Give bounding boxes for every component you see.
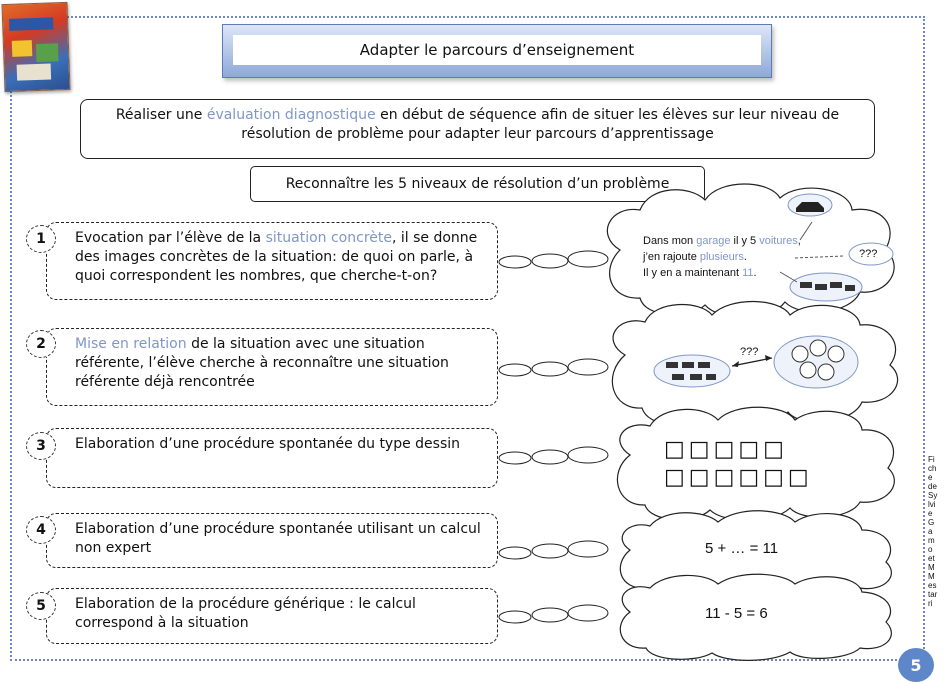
- cloud-5-formula: 11 - 5 = 6: [705, 605, 768, 622]
- cloud-1-story: Dans mon garage il y 5 voitures, j’en ra…: [643, 233, 843, 281]
- level-4-number: 4: [26, 516, 56, 544]
- level-1-text-end: , il se donne des images concrètes de la…: [75, 230, 478, 284]
- level-1-box: Evocation par l’élève de la situation co…: [46, 222, 498, 300]
- intro-highlight: évaluation diagnostique: [206, 107, 376, 123]
- cloud-1-line1-e: ,: [797, 235, 801, 247]
- cloud-1-line3-c: .: [753, 267, 757, 279]
- level-2-text-end: de la situation avec une situation référ…: [75, 336, 449, 390]
- cloud-3-drawing: □□□□□ □□□□□□: [664, 436, 813, 492]
- cloud-1-voitures: voitures: [759, 235, 798, 247]
- recognize-levels-box: Reconnaître les 5 niveaux de résolution …: [250, 166, 705, 202]
- cloud-3-squares-row-1: □□□□□: [664, 437, 788, 462]
- level-3-box: Elaboration d’une procédure spontanée du…: [46, 428, 498, 488]
- cloud-1-line2-a: j’en rajoute: [643, 251, 700, 263]
- level-5-number: 5: [26, 592, 56, 620]
- cloud-1-eleven: 11: [742, 267, 754, 279]
- cloud-5: [619, 573, 892, 661]
- level-1-highlight: situation concrète: [265, 230, 392, 246]
- cloud-1-line2-c: .: [743, 251, 747, 263]
- level-2-highlight: Mise en relation: [75, 336, 187, 352]
- intro-box: Réaliser une évaluation diagnostique en …: [80, 99, 875, 159]
- page-title: Adapter le parcours d’enseignement: [233, 35, 761, 65]
- car-group-cloud2: [653, 354, 731, 388]
- page-number-badge: 5: [898, 648, 934, 682]
- level-4-box: Elaboration d’une procédure spontanée ut…: [46, 513, 498, 568]
- level-3-text: Elaboration d’une procédure spontanée du…: [75, 436, 461, 452]
- level-2-box: Mise en relation de la situation avec un…: [46, 328, 498, 406]
- cloud-2-question: ???: [740, 346, 759, 358]
- cloud-4-formula: 5 + … = 11: [705, 540, 779, 557]
- level-1-number: 1: [26, 225, 56, 253]
- level-5-text: Elaboration de la procédure générique : …: [75, 596, 416, 631]
- cloud-1-line1-c: il y 5: [730, 235, 760, 247]
- cloud-1-line3-a: Il y en a maintenant: [643, 267, 743, 279]
- level-2-number: 2: [26, 330, 56, 358]
- cloud-1-plusieurs: plusieurs: [699, 251, 744, 263]
- cloud-1-garage: garage: [696, 235, 731, 247]
- level-5-box: Elaboration de la procédure générique : …: [46, 588, 498, 644]
- cloud-3-squares-row-2: □□□□□□: [664, 465, 813, 490]
- level-1-text-start: Evocation par l’élève de la: [75, 230, 266, 246]
- cloud-1-line1-a: Dans mon: [643, 235, 697, 247]
- intro-text-start: Réaliser une: [115, 107, 207, 123]
- level-4-text: Elaboration d’une procédure spontanée ut…: [75, 521, 481, 556]
- title-banner: Adapter le parcours d’enseignement: [222, 24, 772, 78]
- page-frame: [10, 16, 925, 661]
- side-credit-note: Fiche de Sylvie Gamo et M Mestarri: [928, 455, 938, 608]
- intro-text-end: en début de séquence afin de situer les …: [241, 107, 840, 142]
- cloud-1-question: ???: [859, 248, 878, 260]
- level-3-number: 3: [26, 432, 56, 460]
